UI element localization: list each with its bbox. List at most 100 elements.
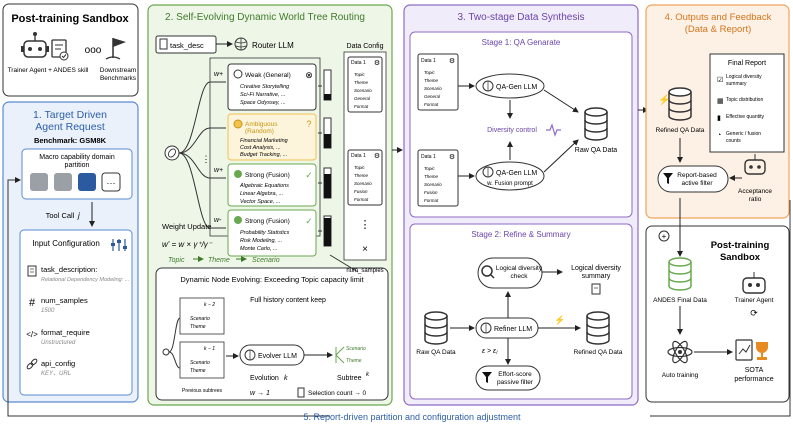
tool-call-var: j (77, 211, 80, 220)
weight-bars (318, 69, 332, 247)
evolution-label: Evolution (250, 375, 279, 382)
sandbox-bottom-panel: + Post-training Sandbox ANDES Final Data… (645, 198, 790, 403)
domain-block-more (101, 172, 121, 192)
effort-1: Effort-score (498, 371, 532, 378)
svg-text:Theme: Theme (354, 173, 369, 178)
svg-text:Scenario: Scenario (424, 86, 442, 91)
svg-text:Probability Statistics: Probability Statistics (240, 230, 289, 236)
svg-text:Fusion: Fusion (424, 190, 438, 195)
svg-text:Linear Algebra, ...: Linear Algebra, ... (240, 191, 283, 197)
config-vdots: ⋮ (360, 219, 371, 231)
svg-text:General: General (354, 96, 371, 101)
field-format-value: Unstructured (41, 340, 76, 346)
svg-text:Theme: Theme (424, 78, 439, 83)
svg-text:Data 1: Data 1 (421, 58, 436, 64)
input-config-box (19, 229, 133, 396)
w-arrow-label: w → 1 (250, 390, 270, 397)
svg-text:Topic: Topic (354, 165, 365, 170)
router-llm-label: Router LLM (252, 41, 294, 50)
section4-title-2: (Data & Report) (685, 24, 752, 35)
section1-title-2: Agent Request (35, 121, 105, 133)
svg-text:Scenario: Scenario (346, 346, 366, 352)
gear-icon: ⚙ (374, 59, 380, 67)
report-bar-icon: ▮ (717, 115, 721, 122)
history-label: Full history content keep (250, 297, 326, 304)
funnel-icon (482, 372, 492, 383)
svg-text:Fusion: Fusion (354, 189, 368, 194)
svg-text:Budget Tracking, ...: Budget Tracking, ... (240, 152, 287, 158)
path-theme: Theme (208, 257, 230, 264)
field-api-value: KEY、URL (41, 371, 71, 377)
database-icon-raw (584, 107, 608, 141)
section2-title: 2. Self-Evolving Dynamic World Tree Rout… (165, 12, 365, 23)
funnel-icon-s4 (663, 173, 673, 184)
macro-line-2: partition (65, 162, 90, 169)
report-item-4a: Generic / fusion (726, 131, 761, 137)
svg-text:Theme: Theme (346, 358, 362, 364)
weight-formula: w' = w × γ⁺/γ⁻ (162, 240, 213, 249)
field-api-label: api_config (41, 359, 75, 368)
path-scenario: Scenario (252, 257, 280, 264)
brain-icon-qagen2 (482, 166, 494, 178)
node-strong-1: Strong (Fusion) ✓ Algebraic Equations Li… (227, 163, 317, 207)
svg-text:Sci-Fi Narrative, ...: Sci-Fi Narrative, ... (240, 92, 286, 98)
svg-text:Scenario: Scenario (424, 182, 442, 187)
report-item-1b: summary (726, 81, 747, 87)
domain-block-2 (54, 173, 72, 191)
brain-icon-router (234, 37, 248, 51)
refined-qa-label: Refined QA Data (574, 349, 623, 356)
field-format-label: format_require (41, 328, 90, 337)
node-strong-1-status: ✓ (305, 170, 313, 180)
section3-title: 3. Two-stage Data Synthesis (457, 12, 584, 23)
report-item-2: Topic distribution (726, 97, 763, 103)
robot-icon-s4 (744, 154, 766, 175)
svg-text:Risk Modeling, ...: Risk Modeling, ... (240, 238, 282, 244)
link-icon (26, 358, 38, 370)
pulse-icon (546, 123, 561, 137)
svg-text:Data 1: Data 1 (351, 153, 366, 159)
gear-icon: ⚙ (449, 153, 455, 161)
svg-text:Format: Format (354, 197, 369, 202)
sandbox-dots: ooo (85, 45, 102, 56)
refiner-llm-label: Refiner LLM (494, 326, 532, 333)
svg-text:Theme: Theme (354, 80, 369, 85)
section4-panel: 4. Outputs and Feedback (Data & Report) … (645, 4, 790, 219)
sandbox-top-panel: Post-training Sandbox ooo Trainer Agent … (2, 3, 139, 97)
plus-icon (658, 230, 670, 242)
report-item-3: Effective quantity (726, 114, 764, 120)
database-icon-refined (586, 311, 610, 345)
effort-2: passive filter (497, 379, 534, 386)
input-config-title: Input Configuration (32, 239, 100, 248)
field-samples-label: num_samples (41, 296, 88, 305)
acceptance-1: Acceptance (738, 188, 772, 195)
robot-icon-trainer (742, 272, 766, 294)
gear-icon: ⚙ (374, 152, 380, 160)
report-check-icon: ☑ (717, 76, 723, 84)
svg-text:Scenario: Scenario (190, 360, 210, 366)
logical-summary-2: summary (582, 273, 611, 280)
auto-training-label: Auto training (662, 372, 699, 379)
svg-text:Format: Format (354, 104, 369, 109)
node-strong-2-title: Strong (Fusion) (245, 218, 290, 225)
downstream-label-1: Downstream (100, 67, 136, 74)
section2-panel: 2. Self-Evolving Dynamic World Tree Rout… (147, 4, 393, 406)
node-ambiguous-title-2: (Random) (245, 128, 274, 135)
code-icon: </> (26, 330, 38, 339)
svg-text:Topic: Topic (424, 166, 435, 171)
svg-text:Format: Format (424, 198, 439, 203)
logical-check-1: Logical diversity (496, 265, 543, 272)
macro-line-1: Macro capability domain (39, 154, 115, 161)
logical-check-2: check (511, 273, 529, 280)
svg-text:Algebraic Equations: Algebraic Equations (239, 183, 289, 189)
sota-2: performance (734, 376, 773, 383)
svg-text:Theme: Theme (424, 174, 439, 179)
svg-text:k − 2: k − 2 (204, 302, 215, 308)
node-ambiguous-status: ? (306, 119, 311, 129)
node-weak: Weak (General) ⊗ Creative Storytelling S… (227, 63, 317, 111)
document-icon (27, 265, 37, 277)
task-desc-label: task_desc (170, 41, 204, 50)
trainer-label: Trainer Agent (735, 297, 774, 304)
brain-icon-evolver (244, 349, 256, 361)
hash-icon: # (29, 297, 36, 309)
